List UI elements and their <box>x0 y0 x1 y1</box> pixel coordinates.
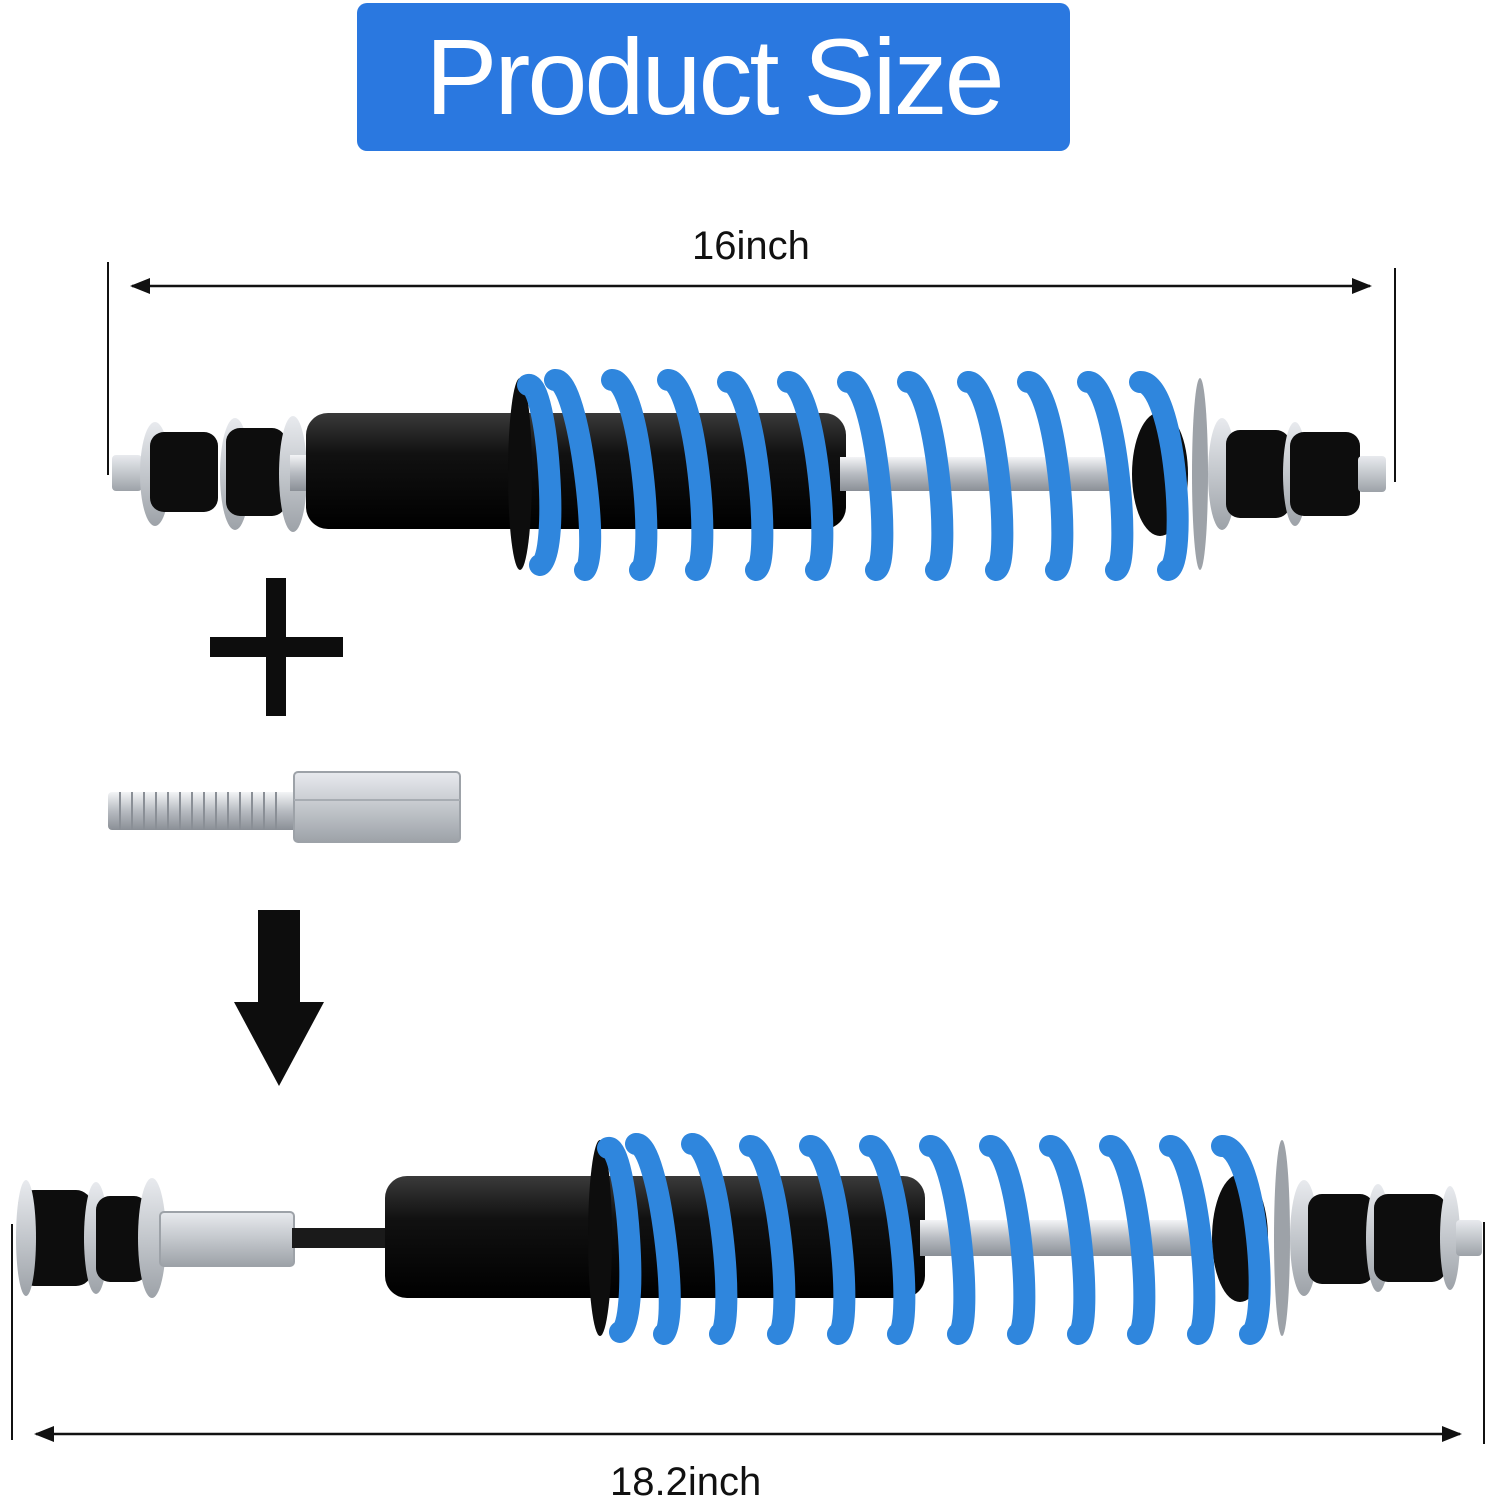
bottom-dimension-line <box>11 1222 1485 1444</box>
shock-absorber-top <box>112 369 1386 581</box>
bottom-length-label: 18.2inch <box>610 1460 762 1504</box>
top-length-label: 16inch <box>692 224 810 268</box>
page-title: Product Size <box>425 16 1004 137</box>
top-dimension-line <box>107 262 1396 482</box>
plus-icon <box>210 578 343 716</box>
extension-bolt <box>108 771 461 843</box>
title-banner: Product Size <box>357 3 1070 151</box>
shock-absorber-bottom <box>16 1133 1482 1345</box>
arrow-down-icon <box>234 910 324 1086</box>
